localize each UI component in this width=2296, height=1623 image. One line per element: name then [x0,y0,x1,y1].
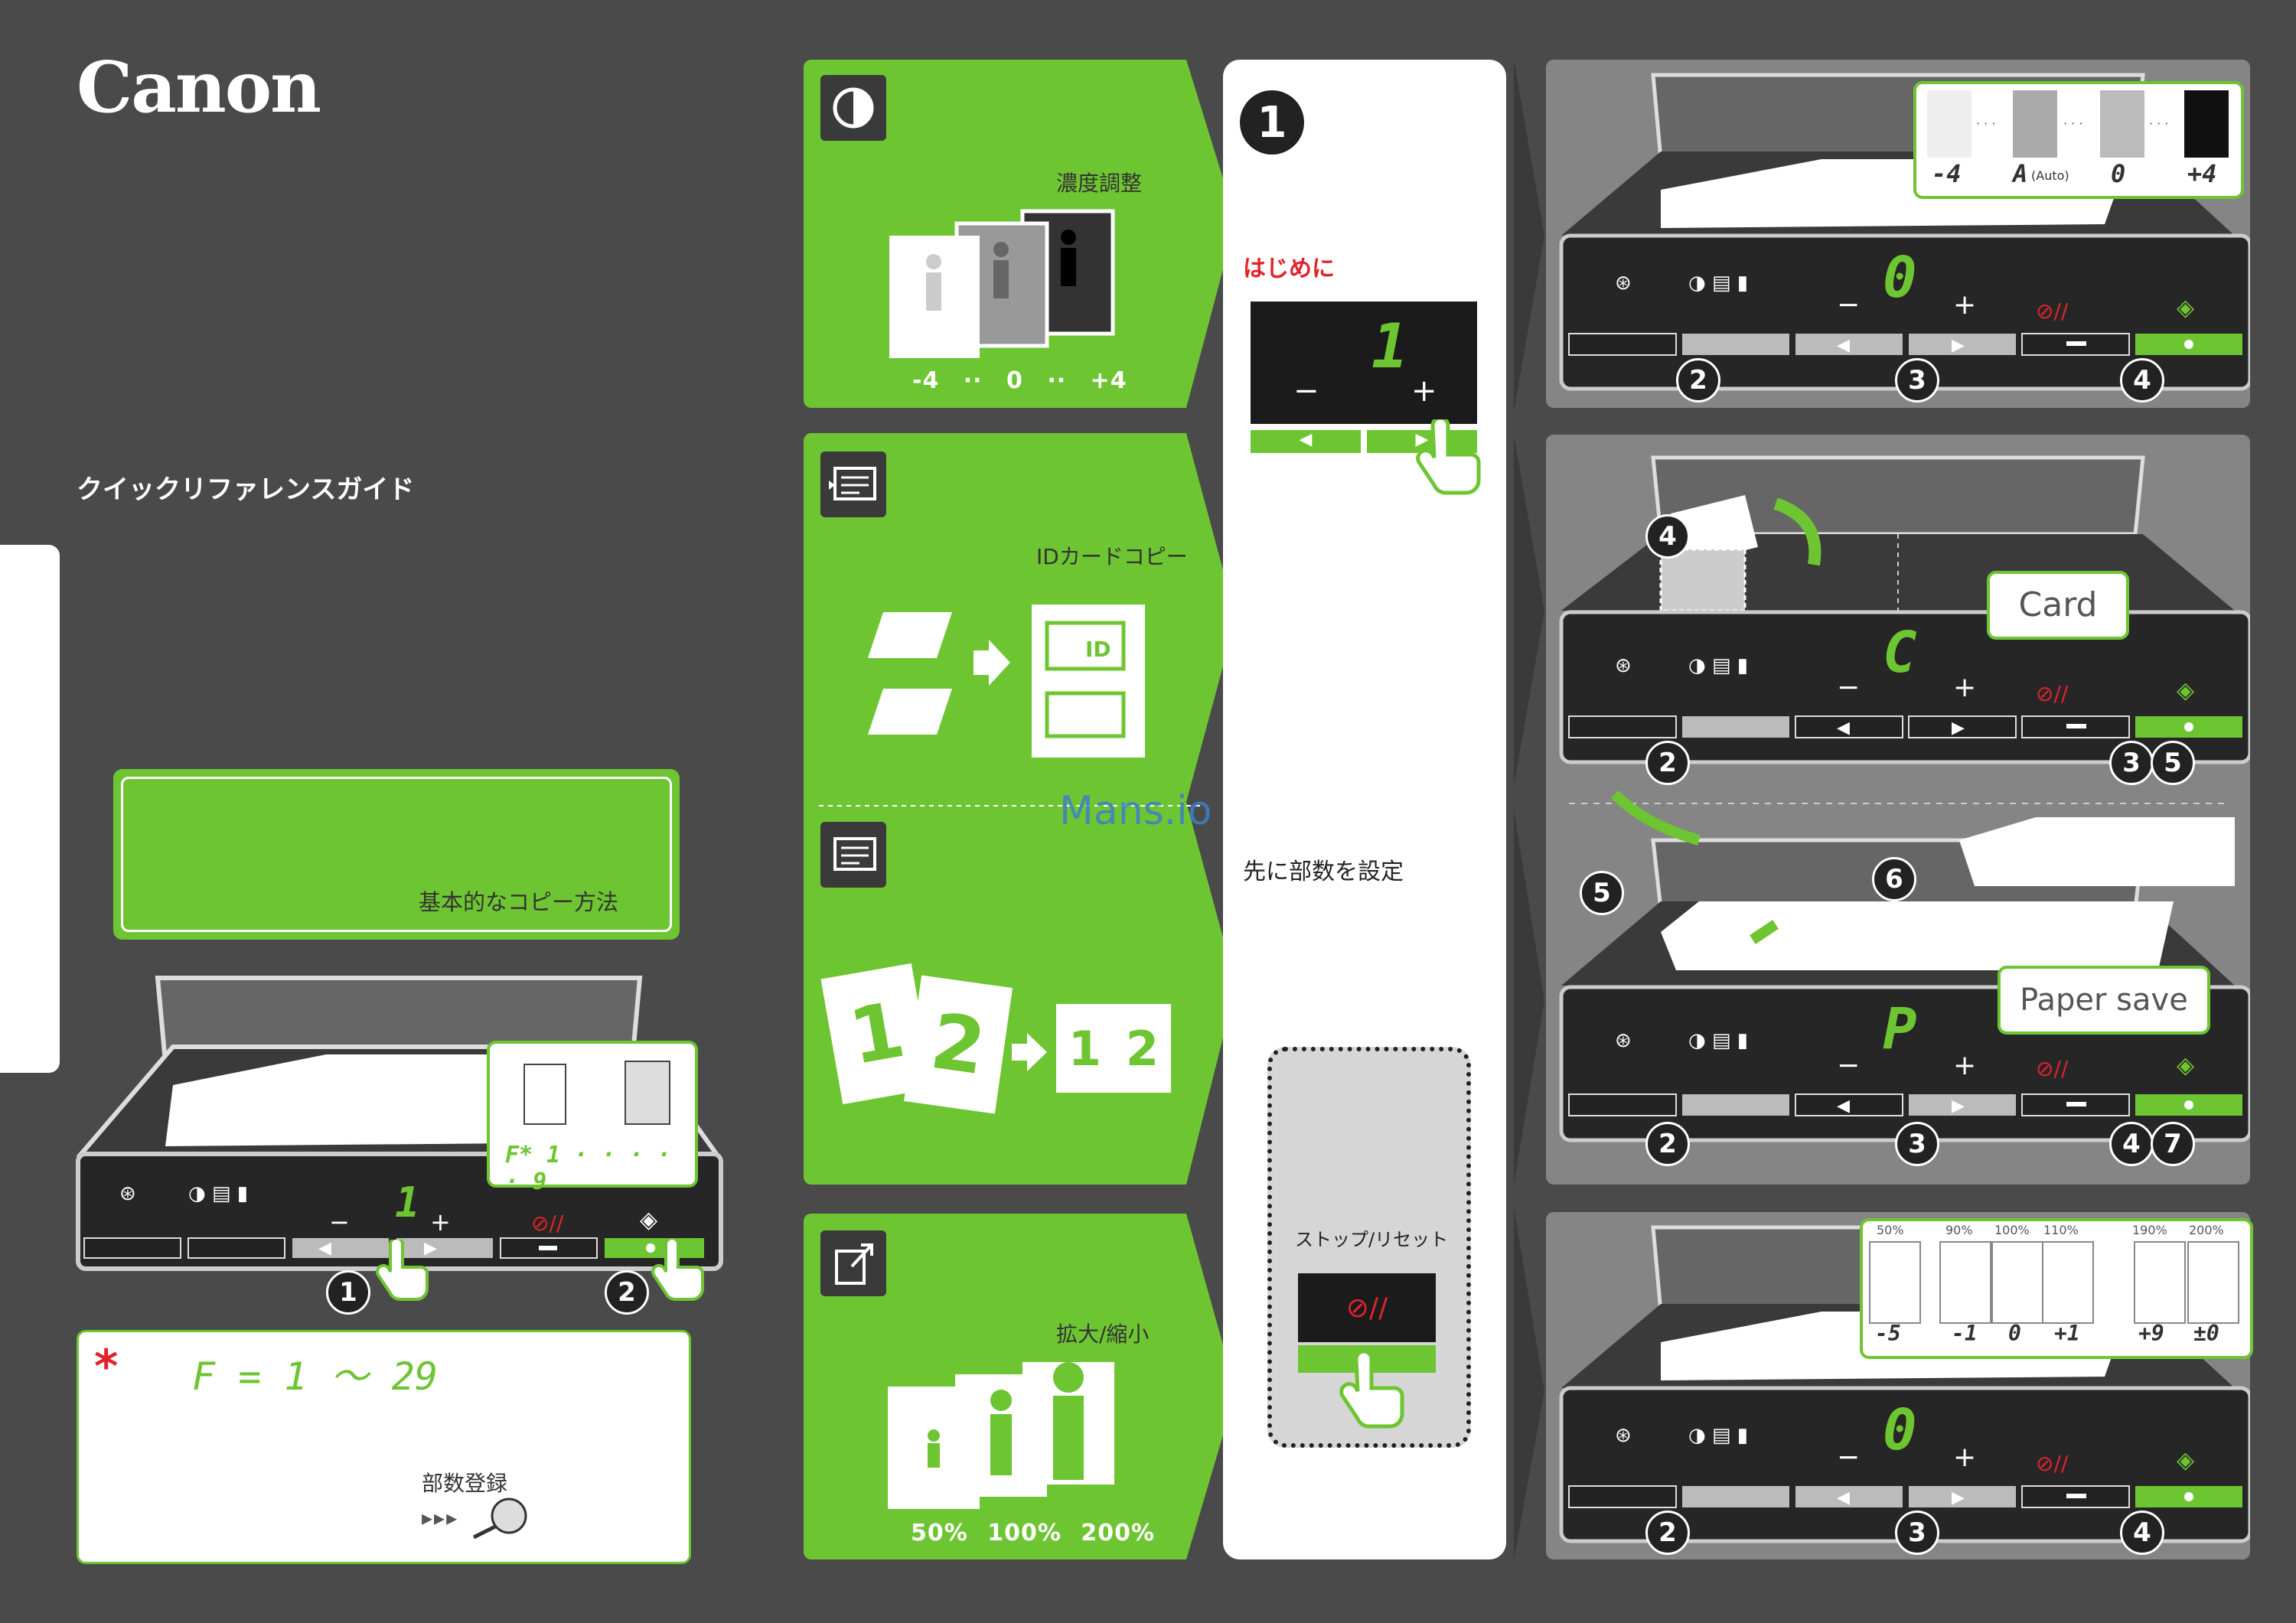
svg-text:◈: ◈ [2177,1447,2194,1474]
svg-text:◈: ◈ [640,1207,657,1234]
svg-text:⊘//: ⊘// [2036,1056,2069,1081]
svg-text:◀: ◀ [1837,1097,1850,1116]
svg-text:◈: ◈ [2177,677,2194,704]
svg-text:◑ ▤ ▮: ◑ ▤ ▮ [1688,1424,1748,1447]
svg-text:▶: ▶ [1952,719,1965,738]
step-badge-2: 2 [605,1270,649,1315]
copies-note: * F = 1 ～ 29 部数登録 ▸▸▸ [77,1330,691,1564]
paper-save-bubble: Paper save [1998,966,2210,1035]
hand-pointer-icon [1416,419,1481,495]
svg-text:⊘//: ⊘// [2036,1451,2069,1476]
set-copies-first-label: 先に部数を設定 [1243,859,1404,885]
stop-reset-box: ストップ/リセット ⊘// [1267,1047,1471,1448]
density-label: 濃度調整 [1056,171,1143,196]
canon-logo: Canon [77,46,321,129]
display-paper-save: P [1883,996,1917,1062]
basic-copy-label: 基本的なコピー方法 [418,889,618,915]
svg-text:+: + [430,1207,451,1237]
display-density: 0 [1883,245,1917,311]
svg-text:◀: ◀ [1837,719,1850,738]
hand-pointer-icon [375,1240,429,1301]
plus-button[interactable]: ▶ [1367,430,1477,453]
svg-text:⊛: ⊛ [1615,654,1632,677]
panel-density: ◀ ▶ ⊛ ◑ ▤ ▮ ⊘// ◈ − + 0 · · · · · · · · … [1546,60,2250,408]
density-scale: -4 ·· 0 ·· +4 [912,367,1127,394]
density-levels-bubble: · · · · · · · · · -4 A (Auto) 0 +4 [1913,81,2244,199]
zoom-levels-bubble: 50% 90% 100% 110% 190% 200% -5 -1 0 +1 +… [1860,1218,2253,1359]
svg-text:◑ ▤ ▮: ◑ ▤ ▮ [1688,1029,1748,1052]
basic-copy-box: 基本的なコピー方法 [113,769,680,940]
panel-card-paper-save: ◀ ▶ ⊛ ◑ ▤ ▮ ⊘// ◈ ◀ ▶ ⊛ ◑ ▤ ▮ ⊘// ◈ − + … [1546,435,2250,1185]
zoom-sample-pages [888,1362,1114,1509]
svg-text:◑ ▤ ▮: ◑ ▤ ▮ [1688,654,1748,677]
id-card-copy-icon [820,451,886,517]
svg-text:▶: ▶ [1952,336,1965,355]
display-card: C [1883,620,1917,686]
zoom-scale: 50% 100% 200% [911,1520,1156,1546]
svg-text:⊛: ⊛ [1615,1029,1632,1052]
svg-text:◑ ▤ ▮: ◑ ▤ ▮ [188,1182,248,1205]
id-card-illustration: ID [868,605,1145,758]
copies-bubble: F* 1 · · · · · 9 [487,1041,698,1195]
density-sample-pages [889,209,1115,358]
svg-text:−: − [329,1207,350,1237]
svg-text:⊘//: ⊘// [2036,298,2069,324]
intro-card: 1 はじめに 1 − + ◀ ▶ 先に部数を設定 ストップ/リセット ⊘// [1223,60,1506,1559]
copies-register-label: 部数登録 [422,1471,508,1496]
watermark: Mans.io [1059,788,1212,834]
svg-text:◀: ◀ [318,1239,331,1258]
note-asterisk: * [94,1340,119,1393]
more-arrows: ▸▸▸ [422,1505,459,1530]
minus-button[interactable]: ◀ [1251,430,1361,453]
svg-text:⊛: ⊛ [1615,1424,1632,1447]
intro-display: 1 − + [1251,301,1477,424]
svg-text:⊛: ⊛ [119,1182,136,1205]
svg-text:1: 1 [395,1178,420,1227]
id-card-label: IDカードコピー [1036,544,1188,569]
guide-title: クイックリファレンスガイド [77,474,415,505]
step-badge-1: 1 [326,1270,370,1315]
svg-text:◈: ◈ [2177,295,2194,321]
side-tab [0,545,60,1073]
hand-pointer-icon [1339,1353,1404,1429]
zoom-label: 拡大/縮小 [1056,1322,1150,1347]
arrow-right-icon [1012,1033,1047,1071]
svg-text:⊘//: ⊘// [2036,681,2069,706]
display-zoom: 0 [1883,1397,1917,1463]
svg-text:◀: ◀ [1837,336,1850,355]
card-bubble: Card [1987,571,2129,640]
density-icon [820,75,886,141]
svg-text:⊘//: ⊘// [531,1211,564,1236]
svg-text:▶: ▶ [1952,1488,1965,1507]
chevrons [1514,60,1544,1559]
page-2: 2 [904,975,1013,1114]
svg-text:◀: ◀ [1837,1488,1850,1507]
step-1-badge: 1 [1240,90,1304,155]
svg-text:◑ ▤ ▮: ◑ ▤ ▮ [1688,272,1748,295]
magnifier-icon [472,1498,527,1540]
two-on-one-icon [820,822,886,888]
hand-pointer-icon [651,1240,704,1301]
stop-reset-icon: ⊘// [1298,1273,1436,1342]
svg-text:▶: ▶ [424,1239,437,1258]
svg-text:ID: ID [1085,637,1111,662]
copies-formula: F = 1 ～ 29 [192,1354,438,1399]
zoom-icon [820,1230,886,1296]
svg-text:▶: ▶ [1952,1097,1965,1116]
panel-zoom: ◀ ▶ ⊛ ◑ ▤ ▮ ⊘// ◈ − + 0 50% 90% 100% 110… [1546,1212,2253,1559]
svg-text:◈: ◈ [2177,1052,2194,1079]
svg-text:⊛: ⊛ [1615,272,1632,295]
first-label: はじめに [1243,256,1335,282]
